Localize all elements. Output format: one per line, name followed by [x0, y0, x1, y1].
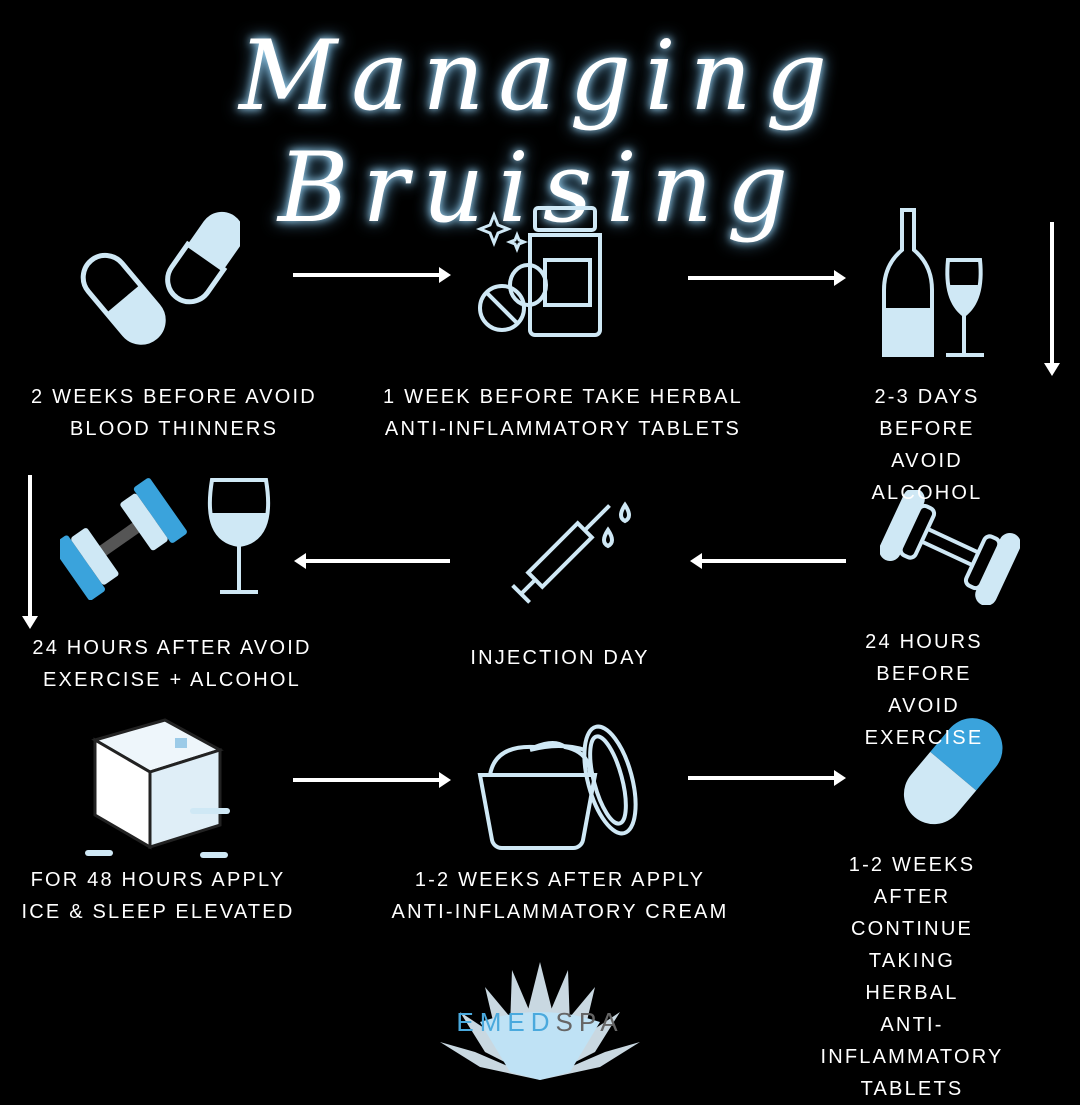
- arrow-right: [293, 267, 451, 283]
- arrow-down: [1044, 222, 1060, 376]
- arrow-down: [22, 475, 38, 629]
- arrow-right: [688, 770, 846, 786]
- arrow-left: [690, 553, 846, 569]
- ice-cube-icon: [85, 718, 230, 858]
- step-label-4: 24 hours before avoid exercise: [864, 631, 984, 749]
- cream-jar-icon: [477, 724, 638, 850]
- wine-bottle-glass-icon: [882, 208, 984, 357]
- step-label-8: 1-2 weeks after apply anti-inflammatory …: [391, 869, 729, 923]
- logo-text-spa: SPA: [555, 1007, 624, 1037]
- arrow-right: [688, 270, 846, 286]
- syringe-icon: [511, 501, 631, 604]
- logo-text-emed: EMED: [456, 1007, 556, 1037]
- step-label-7: For 48 hours apply ice & sleep elevated: [21, 869, 295, 923]
- dumbbell-icon: [880, 490, 1020, 605]
- page-title: Managing Bruising: [238, 20, 842, 244]
- dumbbell-wine-icon: [60, 478, 271, 600]
- step-label-3: 2-3 days before avoid alcohol: [871, 386, 983, 504]
- capsule-icon: [903, 718, 1003, 825]
- emedspa-logo: EMEDSPA: [440, 962, 640, 1080]
- step-label-9: 1-2 weeks after continue taking herbal a…: [820, 854, 1004, 1100]
- capsules-icon: [80, 211, 240, 345]
- arrow-left: [294, 553, 450, 569]
- step-label-5: Injection day: [470, 647, 650, 669]
- lotus-icon: [440, 962, 640, 1080]
- step-label-6: 24 hours after avoid exercise + alcohol: [32, 637, 312, 691]
- pill-bottle-icon: [475, 206, 602, 337]
- arrow-right: [293, 772, 451, 788]
- step-label-1: 2 weeks before avoid blood thinners: [31, 386, 317, 440]
- step-label-2: 1 week before take herbal anti-inflammat…: [383, 386, 743, 440]
